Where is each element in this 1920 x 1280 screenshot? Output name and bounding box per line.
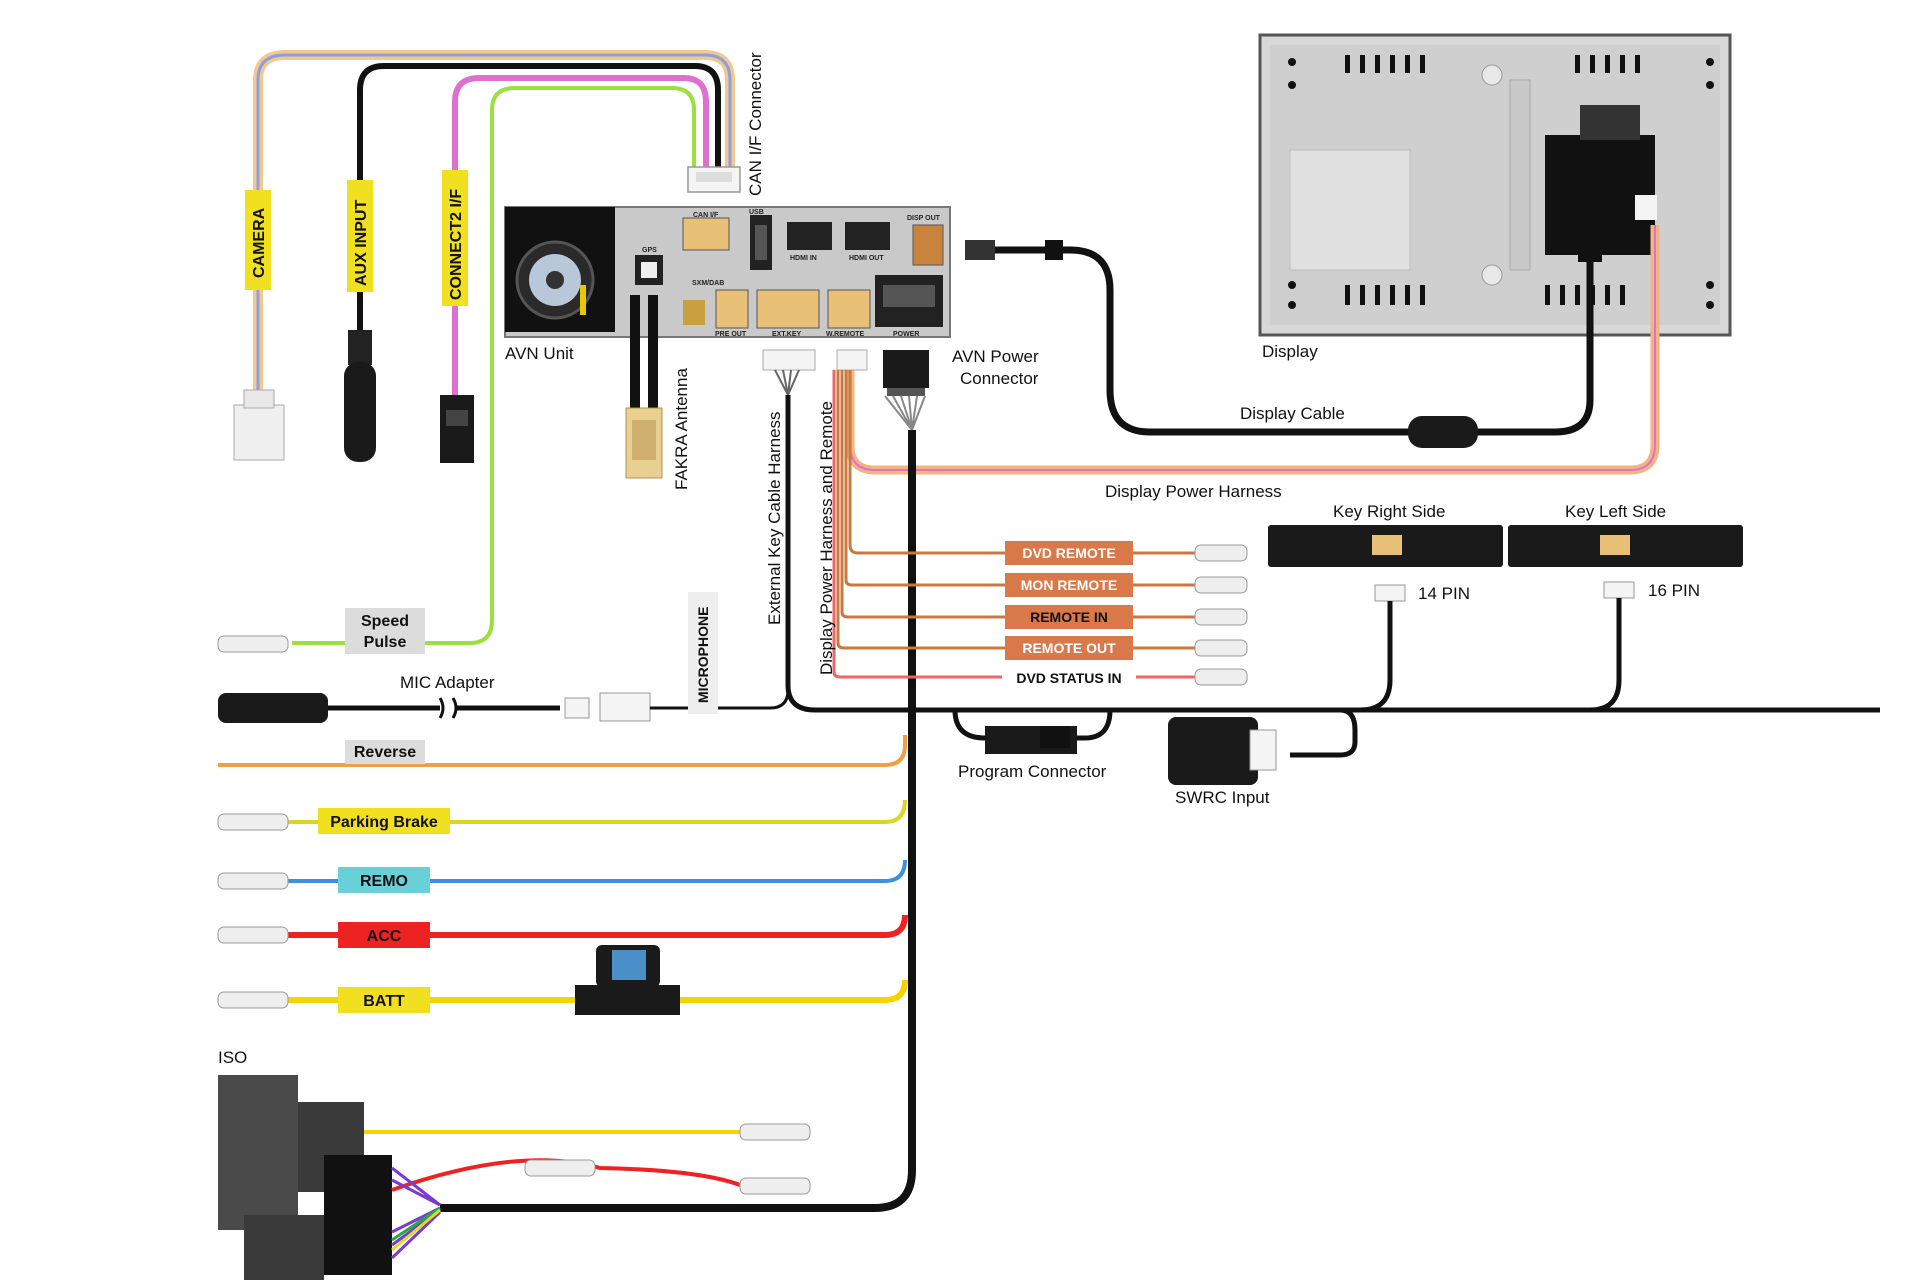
connect2-tag-label: CONNECT2 I/F (448, 189, 465, 300)
dvd-remote-label: DVD REMOTE (1022, 545, 1115, 561)
key-right-side-label: Key Right Side (1333, 502, 1445, 521)
speed-pulse-wire (217, 608, 425, 654)
avn-power-connector (883, 350, 929, 431)
pin16-connector (1589, 581, 1635, 713)
remote-tag-mon-remote: MON REMOTE (1005, 573, 1133, 597)
display-power-harness-label: Display Power Harness (1105, 482, 1282, 501)
acc-label: ACC (367, 928, 402, 945)
mon-remote-label: MON REMOTE (1021, 577, 1117, 593)
parking-brake-label: Parking Brake (330, 814, 438, 831)
aux-input-jack (344, 330, 376, 462)
iso-connector (218, 1075, 811, 1280)
port-w-remote: W.REMOTE (826, 331, 864, 338)
remote-terminals (1194, 544, 1248, 686)
fakra-antenna-label: FAKRA Antenna (672, 368, 691, 490)
remo-label: REMO (360, 873, 408, 890)
speed-pulse-label-1: Speed (361, 613, 409, 630)
iso-label: ISO (218, 1048, 247, 1067)
remote-tag-dvd-status-in: DVD STATUS IN (1002, 665, 1136, 689)
batt-label: BATT (363, 993, 405, 1010)
speed-pulse-cable (292, 86, 696, 645)
display-unit (1258, 33, 1732, 337)
aux-input-tag: AUX INPUT (347, 180, 373, 292)
pin14-connector (1359, 584, 1406, 713)
swrc-input-label: SWRC Input (1175, 788, 1270, 807)
camera-tag: CAMERA (245, 190, 271, 290)
display-power-remote-label: Display Power Harness and Remote (817, 401, 836, 675)
remote-out-label: REMOTE OUT (1022, 640, 1116, 656)
avn-power-connector-label-1: AVN Power (952, 347, 1039, 366)
swrc-input (1168, 707, 1358, 785)
port-hdmi-in: HDMI IN (790, 255, 817, 262)
port-can-if: CAN I/F (693, 212, 719, 219)
remote-in-label: REMOTE IN (1030, 609, 1108, 625)
remote-tag-remote-in: REMOTE IN (1005, 605, 1133, 629)
display-label: Display (1262, 342, 1318, 361)
parking-brake-wire (217, 799, 907, 834)
port-usb: USB (749, 209, 764, 216)
key-left-side-label: Key Left Side (1565, 502, 1666, 521)
port-gps: GPS (642, 247, 657, 254)
reverse-wire (218, 735, 907, 767)
port-ext-key: EXT.KEY (772, 331, 802, 338)
program-connector-label: Program Connector (958, 762, 1107, 781)
avn-unit (504, 206, 951, 338)
mic-adapter (218, 692, 690, 723)
microphone-cable (688, 592, 790, 714)
display-power-remote-harness (832, 349, 1205, 679)
remote-tag-dvd-remote: DVD REMOTE (1005, 541, 1133, 565)
key-right-side (1268, 525, 1503, 567)
pin14-label: 14 PIN (1418, 584, 1470, 603)
avn-power-connector-label-2: Connector (960, 369, 1039, 388)
port-power: POWER (893, 331, 919, 338)
remote-tag-remote-out: REMOTE OUT (1005, 636, 1133, 660)
key-left-side (1508, 525, 1743, 567)
batt-wire (217, 945, 908, 1015)
program-connector (952, 709, 1113, 754)
dvd-status-in-label: DVD STATUS IN (1016, 670, 1121, 686)
display-cable (965, 232, 1602, 448)
avn-port-labels: CAN I/F USB HDMI IN HDMI OUT DISP OUT GP… (642, 209, 941, 338)
camera-connector (233, 389, 285, 461)
port-hdmi-out: HDMI OUT (849, 255, 884, 262)
mic-adapter-label: MIC Adapter (400, 673, 495, 692)
connect2-tag: CONNECT2 I/F (442, 170, 468, 306)
avn-unit-label: AVN Unit (505, 344, 574, 363)
aux-input-tag-label: AUX INPUT (353, 200, 370, 286)
fakra-antenna-cable (625, 295, 663, 479)
reverse-label: Reverse (354, 744, 416, 761)
connect2-connector (440, 395, 474, 463)
external-key-cable-label: External Key Cable Harness (765, 411, 784, 625)
display-cable-label: Display Cable (1240, 404, 1345, 423)
port-sxm-dab: SXM/DAB (692, 280, 724, 287)
speed-pulse-label-2: Pulse (364, 634, 407, 651)
can-if-connector-label: CAN I/F Connector (746, 52, 765, 196)
port-disp-out: DISP OUT (907, 215, 941, 222)
microphone-label: MICROPHONE (695, 607, 711, 703)
port-pre-out: PRE OUT (715, 331, 747, 338)
aux-input-cable (357, 63, 721, 330)
connect2-cable (452, 75, 709, 395)
can-if-connector (687, 166, 741, 193)
remo-wire (217, 859, 907, 893)
main-trunk-cable (440, 430, 916, 1212)
pin16-label: 16 PIN (1648, 581, 1700, 600)
camera-tag-label: CAMERA (251, 207, 268, 278)
camera-cable (253, 50, 735, 395)
acc-wire (217, 914, 908, 948)
